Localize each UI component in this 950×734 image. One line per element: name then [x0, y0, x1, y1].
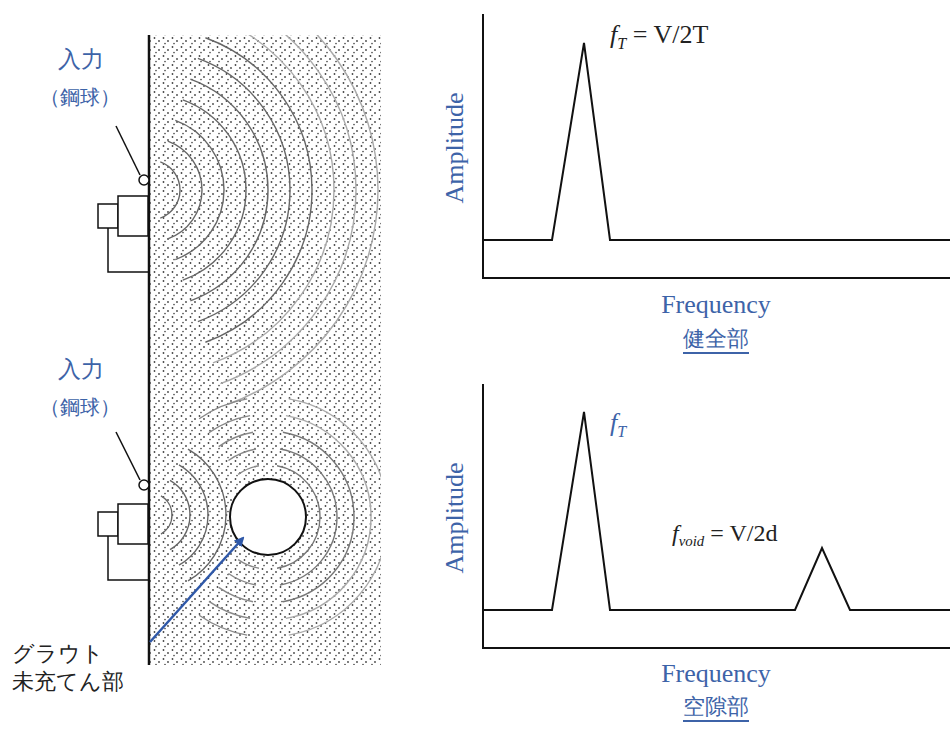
wave-arc [238, 560, 259, 569]
wave-arc [199, 615, 247, 635]
formula: fT [610, 408, 626, 441]
wave-arc [219, 587, 253, 601]
formula-part: f [610, 20, 617, 49]
wave-arc [175, 120, 224, 259]
leader-line [116, 432, 140, 480]
pointer-arrow [150, 538, 243, 642]
spectrum-line [483, 43, 950, 240]
wave-arc [183, 100, 246, 280]
axis-label: Amplitude [440, 462, 470, 573]
wave-arc [213, 35, 334, 363]
wave-arc [220, 35, 356, 384]
leader-line [116, 126, 140, 175]
wave-arc [228, 574, 256, 585]
stress-waves [160, 35, 381, 635]
wave-arc [198, 58, 290, 321]
axis-label: Frequency [661, 290, 771, 320]
formula-part: T [617, 35, 626, 52]
concrete-slab [149, 35, 381, 665]
input-label: 入力 [58, 46, 104, 72]
wave-arc [219, 432, 253, 446]
formula-part: = V/2d [710, 520, 777, 546]
wave-arc [238, 466, 259, 475]
formula-part: = V/2T [633, 20, 709, 49]
axis-label: Frequency [661, 659, 771, 689]
wave-arc [190, 79, 268, 301]
wave-arc [199, 399, 247, 419]
condition-label: 健全部 [683, 326, 749, 354]
condition-label: 空隙部 [683, 694, 749, 722]
formula: fT = V/2T [610, 20, 708, 53]
wave-arc [179, 465, 208, 565]
wave-arc [161, 496, 172, 534]
void-label: グラウト 未充てん部 [12, 640, 125, 695]
spectrum-line [483, 412, 950, 610]
wave-arc [209, 601, 250, 618]
wave-arc [160, 162, 180, 218]
input-label: 入力 [58, 356, 104, 382]
sensor [118, 196, 148, 236]
formula-part: T [617, 423, 626, 440]
steel-ball [139, 175, 149, 185]
wave-arc [228, 35, 378, 404]
grout-void [230, 479, 306, 555]
formula-part: void [679, 533, 705, 549]
sensor-cable [108, 228, 149, 272]
sensor [98, 204, 118, 228]
sensor [98, 512, 118, 536]
steel-ball [139, 480, 149, 490]
formula: fvoid = V/2d [672, 520, 777, 550]
graph-axes [483, 14, 950, 278]
input-label: （鋼球） [40, 86, 120, 109]
formula-part: f [610, 408, 617, 437]
graph-axes [483, 384, 950, 648]
sensor-cable [108, 536, 149, 580]
formula-part: f [672, 520, 679, 546]
wave-arc [188, 449, 226, 581]
wave-arc [228, 449, 256, 460]
wave-arc [170, 480, 190, 549]
axis-label: Amplitude [440, 92, 470, 203]
sensor [118, 504, 148, 544]
slab-surface [148, 35, 151, 665]
wave-arc [205, 38, 312, 342]
input-label: （鋼球） [40, 396, 120, 419]
wave-arc [168, 141, 202, 239]
wave-arc [209, 416, 250, 433]
